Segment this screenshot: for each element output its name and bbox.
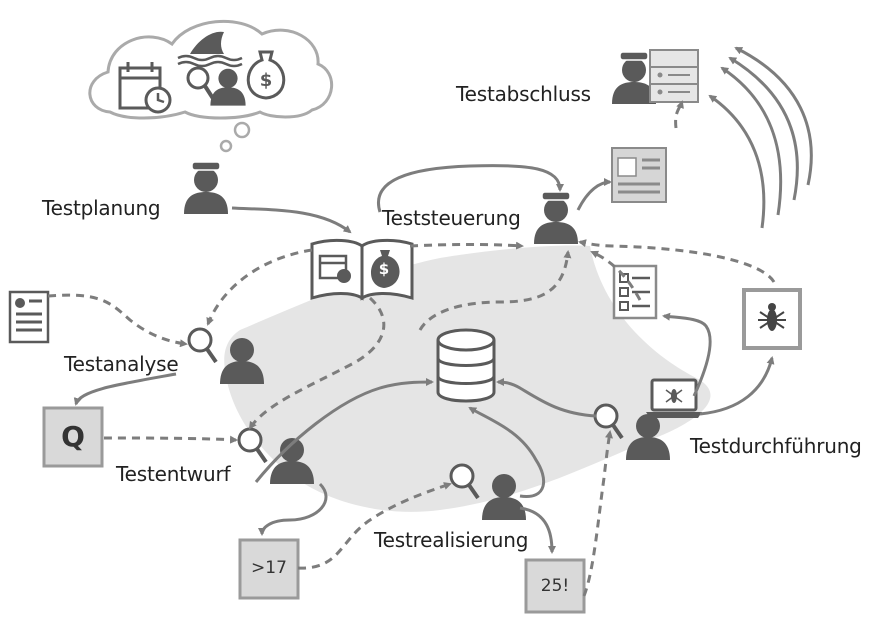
solid-flow-arrows — [73, 164, 775, 554]
controller-person-icon — [533, 191, 579, 245]
executor-person-icon — [593, 403, 670, 460]
label-teststeuerung: Teststeuerung — [382, 206, 521, 230]
cabinet-icon — [649, 49, 699, 103]
label-testrealisierung: Testrealisierung — [374, 528, 529, 552]
book-dollar-sign: $ — [378, 260, 390, 278]
cloud-dollar-sign: $ — [259, 70, 273, 91]
bug-icon — [742, 288, 802, 350]
wind-lines-icon — [708, 46, 813, 229]
implementer-person-icon — [449, 463, 526, 520]
dashed-flow-arrows — [47, 100, 776, 597]
document-icon — [8, 290, 50, 344]
value-box-2-text: 25! — [540, 576, 570, 596]
label-testabschluss: Testabschluss — [456, 82, 591, 106]
laptop-bug-icon — [646, 378, 702, 418]
magnifier-person-icon — [186, 66, 246, 106]
money-bag-icon — [246, 50, 286, 100]
label-testanalyse: Testanalyse — [64, 352, 179, 376]
shark-fin-icon — [177, 31, 243, 68]
planner-person-icon — [183, 161, 229, 215]
question-box — [42, 406, 104, 468]
label-testplanung: Testplanung — [42, 196, 161, 220]
value-box-1-text: >17 — [251, 558, 287, 578]
label-testentwurf: Testentwurf — [116, 462, 231, 486]
question-box-text: Q — [61, 420, 85, 453]
open-book-icon — [310, 238, 414, 301]
analyst-person-icon — [187, 327, 264, 384]
database-icon — [436, 328, 496, 403]
value-box-2 — [524, 558, 586, 614]
label-testdurchfuehrung: Testdurchführung — [690, 434, 862, 458]
calendar-clock-icon — [118, 62, 172, 114]
report-icon — [611, 147, 667, 203]
